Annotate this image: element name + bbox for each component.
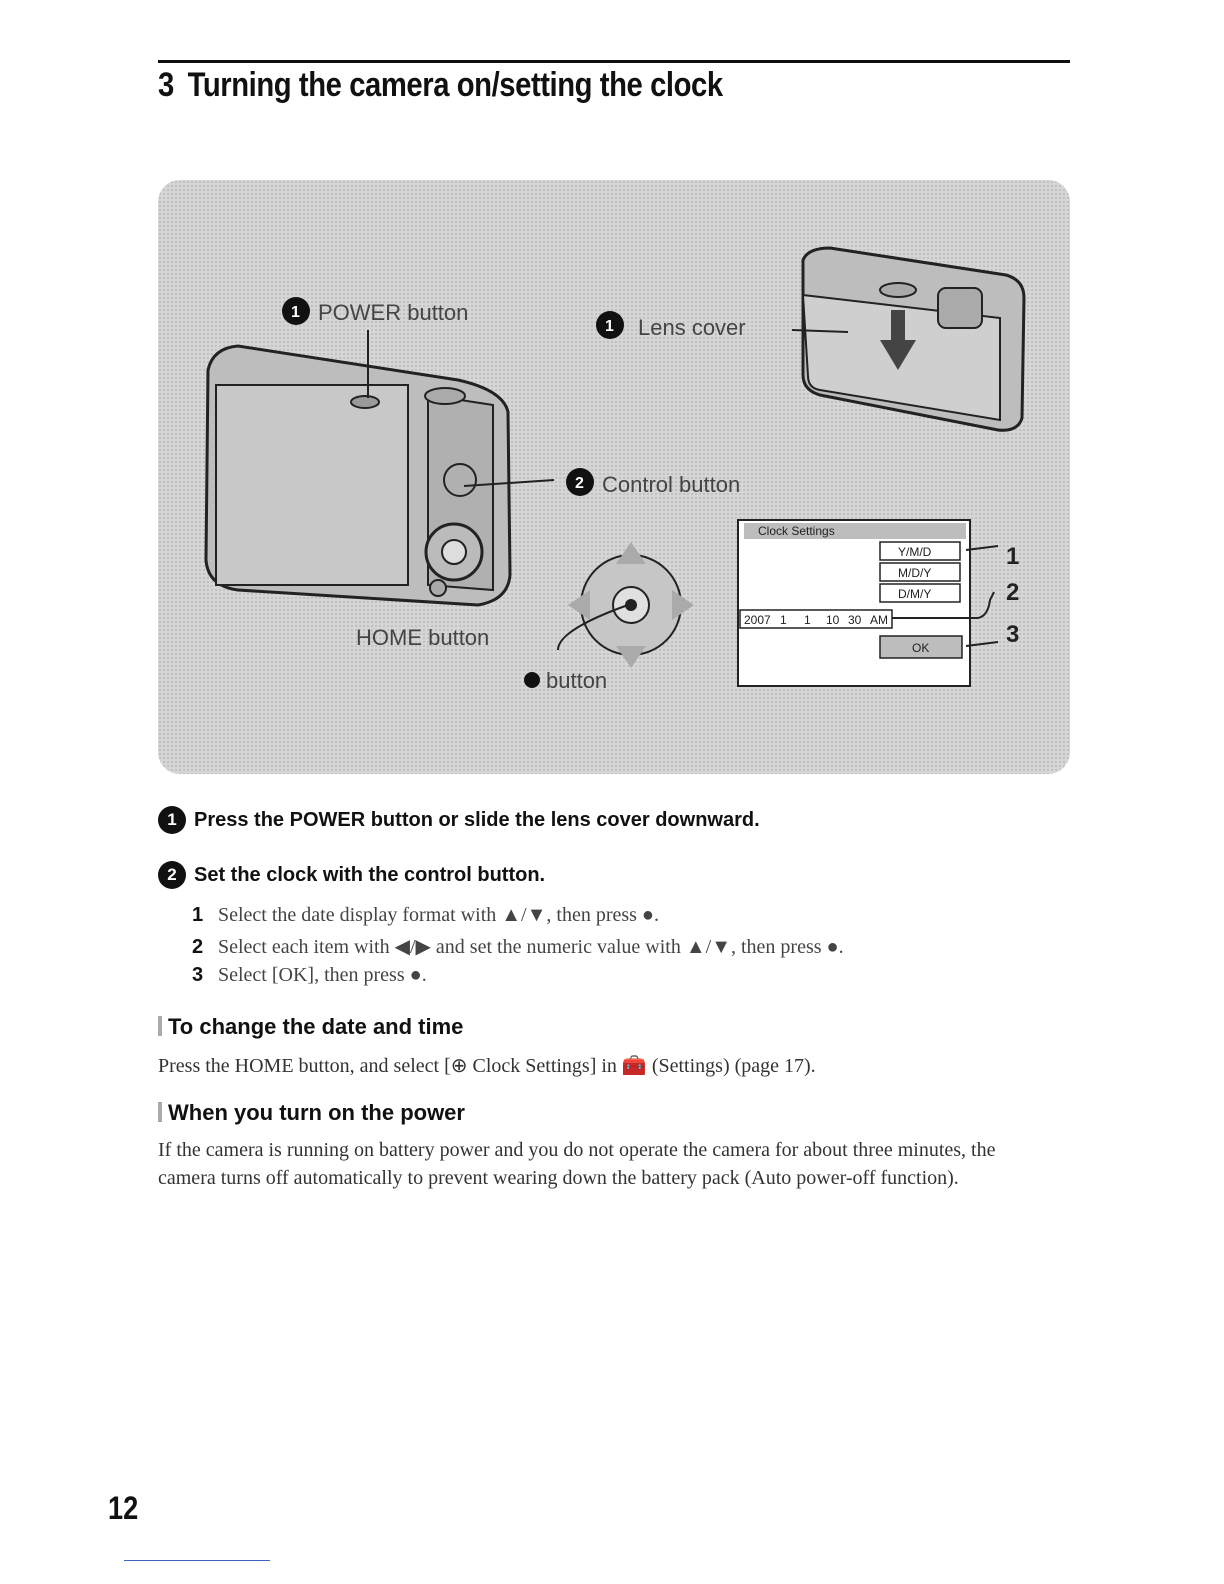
clock-settings-title: Clock Settings bbox=[758, 524, 835, 538]
date-minute: 30 bbox=[848, 613, 862, 627]
step-2-heading: 2 Set the clock with the control button. bbox=[158, 861, 545, 889]
section-title: Turning the camera on/setting the clock bbox=[187, 66, 724, 104]
badge-2-text: 2 bbox=[575, 475, 584, 492]
substep-1: 1 Select the date display format with ▲/▼… bbox=[192, 904, 659, 927]
home-button-shape bbox=[429, 579, 447, 597]
substep-1-num: 1 bbox=[192, 904, 204, 926]
shutter-button-shape bbox=[424, 387, 466, 405]
title-rule bbox=[158, 60, 1070, 63]
date-year: 2007 bbox=[744, 613, 771, 627]
substep-2-num: 2 bbox=[192, 936, 204, 958]
section-body-power: If the camera is running on battery powe… bbox=[158, 1139, 996, 1189]
control-pad-detail bbox=[568, 542, 694, 668]
section-heading-text: To change the date and time bbox=[168, 1014, 464, 1039]
step-1-heading: 1 Press the POWER button or slide the le… bbox=[158, 806, 760, 834]
callout-power-button: POWER button bbox=[318, 300, 468, 325]
badge-1-lens-text: 1 bbox=[605, 318, 614, 335]
section-heading-change-date: To change the date and time bbox=[158, 1014, 463, 1040]
callout-lens-cover: Lens cover bbox=[638, 315, 746, 340]
power-button-shape bbox=[350, 395, 380, 409]
camera-body-back bbox=[801, 246, 1026, 432]
substep-3-text: Select [OK], then press ●. bbox=[218, 964, 427, 986]
clock-settings-screen: Clock Settings Y/M/D M/D/Y D/M/Y 2007 1 … bbox=[737, 519, 1019, 687]
camera-body-front bbox=[204, 344, 512, 607]
clock-step-3: 3 bbox=[1006, 621, 1019, 648]
format-ymd: Y/M/D bbox=[898, 545, 932, 559]
substep-2: 2 Select each item with ◀/▶ and set the n… bbox=[192, 934, 844, 959]
callout-badge-1-power bbox=[282, 297, 310, 325]
page-number: 12 bbox=[108, 1490, 139, 1526]
step-1-text: Press the POWER button or slide the lens… bbox=[194, 808, 760, 831]
section-number: 3 bbox=[158, 66, 174, 104]
substep-2-text: Select each item with ◀/▶ and set the nu… bbox=[218, 936, 844, 958]
section-heading-power: When you turn on the power bbox=[158, 1100, 465, 1126]
callout-center-button: button bbox=[546, 668, 607, 693]
substep-1-text: Select the date display format with ▲/▼,… bbox=[218, 904, 660, 926]
center-button-dot-icon bbox=[524, 672, 540, 688]
date-hour: 10 bbox=[826, 613, 840, 627]
callout-home-button: HOME button bbox=[356, 625, 489, 650]
substep-3: 3 Select [OK], then press ●. bbox=[192, 964, 427, 987]
step-2-badge: 2 bbox=[158, 861, 186, 889]
section-marker bbox=[158, 1102, 162, 1122]
callout-badge-2-control bbox=[566, 468, 594, 496]
section-marker bbox=[158, 1016, 162, 1036]
format-mdy: M/D/Y bbox=[898, 566, 931, 580]
section-heading-text: When you turn on the power bbox=[168, 1100, 465, 1125]
badge-1-text: 1 bbox=[291, 304, 300, 321]
substep-3-num: 3 bbox=[192, 964, 204, 986]
page-title: 3 Turning the camera on/setting the clock bbox=[158, 66, 723, 105]
clock-step-1: 1 bbox=[1006, 543, 1019, 570]
footer-rule bbox=[124, 1560, 270, 1561]
camera-illustration: Clock Settings Y/M/D M/D/Y D/M/Y 2007 1 … bbox=[158, 180, 1070, 774]
step-2-text: Set the clock with the control button. bbox=[194, 863, 546, 886]
format-dmy: D/M/Y bbox=[898, 587, 931, 601]
date-ampm: AM bbox=[870, 613, 888, 627]
section-body-change-date: Press the HOME button, and select [⊕ Clo… bbox=[158, 1055, 816, 1077]
step-1-badge: 1 bbox=[158, 806, 186, 834]
callout-control-button: Control button bbox=[602, 472, 740, 497]
lcd-screen bbox=[215, 384, 409, 586]
date-day: 1 bbox=[804, 613, 811, 627]
date-month: 1 bbox=[780, 613, 787, 627]
clock-step-2: 2 bbox=[1006, 579, 1019, 606]
callout-badge-1-lens bbox=[596, 311, 624, 339]
ok-button-label: OK bbox=[912, 641, 929, 655]
